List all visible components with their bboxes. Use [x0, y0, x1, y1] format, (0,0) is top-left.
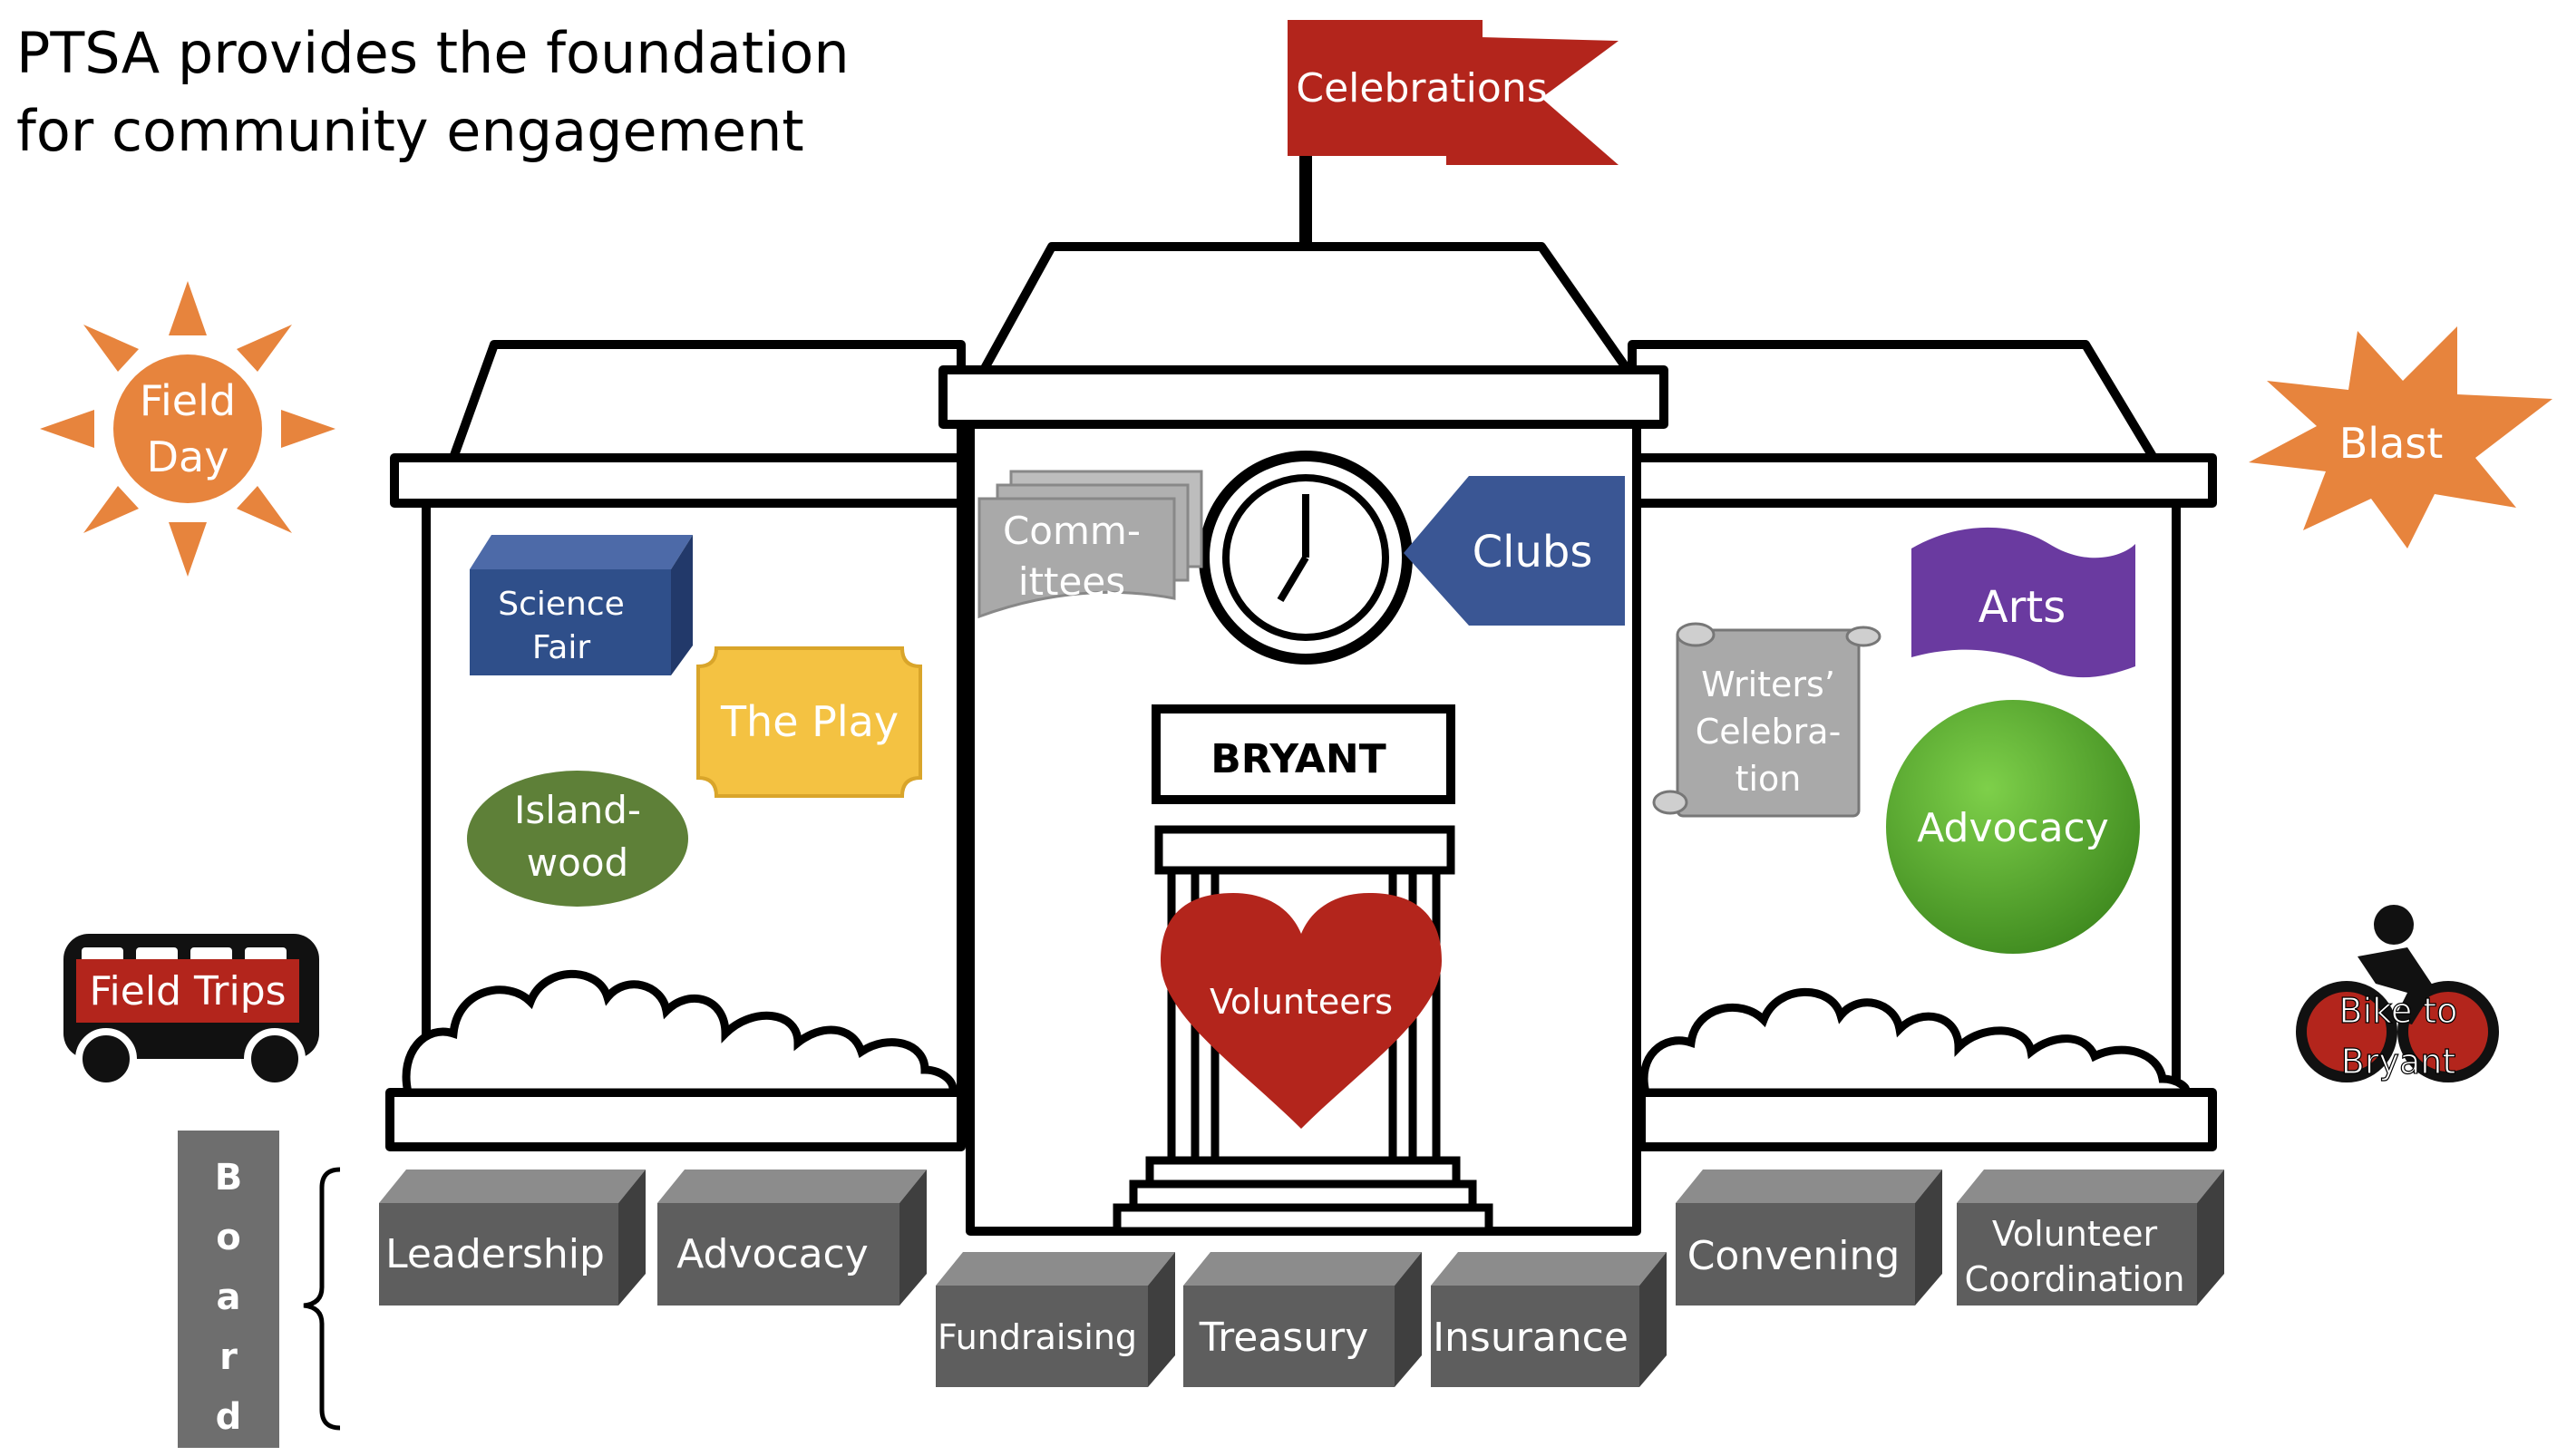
writers-celebration-scroll: Writers’ Celebra- tion — [1652, 622, 1881, 818]
title-line-1: PTSA provides the foundation — [16, 20, 850, 86]
field-day-sun: Field Day — [40, 281, 335, 577]
block-treasury: Treasury — [1183, 1252, 1422, 1387]
left-roof — [449, 340, 966, 462]
bike-line-2: Bryant — [2341, 1042, 2455, 1082]
science-fair-line-1: Science — [498, 586, 625, 623]
right-roof — [1628, 340, 2158, 462]
writers-line-1: Writers’ — [1701, 665, 1835, 704]
volunteers-heart: Volunteers — [1161, 893, 1442, 1129]
convening-label: Convening — [1687, 1233, 1901, 1279]
center-cornice — [938, 365, 1668, 429]
right-bushes — [1639, 987, 2191, 1097]
writers-line-3: tion — [1735, 759, 1802, 799]
blast-burst: Blast — [2249, 326, 2552, 548]
field-day-line-2: Day — [147, 432, 229, 481]
committees-line-2: ittees — [1018, 559, 1125, 604]
advocacy-circle: Advocacy — [1886, 700, 2140, 954]
committees-line-1: Comm- — [1003, 509, 1141, 553]
insurance-label: Insurance — [1433, 1315, 1629, 1361]
left-bushes — [402, 969, 958, 1097]
fundraising-label: Fundraising — [938, 1317, 1137, 1357]
celebrations-label: Celebrations — [1296, 65, 1547, 112]
advocacy-block-label: Advocacy — [676, 1231, 869, 1277]
leadership-label: Leadership — [385, 1231, 605, 1277]
writers-line-2: Celebra- — [1696, 712, 1842, 752]
board-letter-a: a — [217, 1276, 241, 1318]
bike-to-bryant-icon: Bike to Bryant — [2296, 905, 2499, 1082]
title-line-2: for community engagement — [16, 98, 804, 164]
board-letter-o: o — [216, 1217, 240, 1258]
block-convening: Convening — [1676, 1170, 1942, 1306]
left-base — [385, 1088, 966, 1151]
board-letter-b: B — [215, 1157, 243, 1199]
celebrations-flag: Celebrations — [1288, 20, 1619, 165]
bryant-sign: BRYANT — [1152, 704, 1455, 804]
science-fair-cube: Science Fair — [470, 535, 693, 675]
right-base — [1637, 1088, 2217, 1151]
field-day-line-1: Field — [140, 376, 236, 425]
volunteers-label: Volunteers — [1210, 982, 1393, 1022]
committees-documents: Comm- ittees — [977, 470, 1203, 619]
treasury-label: Treasury — [1199, 1315, 1369, 1361]
center-roof — [979, 242, 1632, 374]
board-letter-d: d — [216, 1396, 242, 1438]
the-play-ticket: The Play — [696, 646, 922, 798]
left-cornice — [390, 453, 966, 508]
field-trips-bus: Field Trips — [63, 934, 319, 1090]
volunteer-coordination-line-1: Volunteer — [1992, 1214, 2158, 1254]
volunteer-coordination-line-2: Coordination — [1965, 1259, 2185, 1299]
islandwood-line-1: Island- — [514, 788, 641, 832]
block-advocacy: Advocacy — [657, 1170, 927, 1306]
islandwood-line-2: wood — [527, 840, 628, 885]
block-fundraising: Fundraising — [936, 1252, 1175, 1387]
block-leadership: Leadership — [379, 1170, 646, 1306]
bryant-label: BRYANT — [1210, 736, 1386, 782]
clubs-label: Clubs — [1473, 527, 1593, 578]
the-play-label: The Play — [720, 697, 899, 746]
science-fair-line-2: Fair — [532, 629, 590, 666]
clock-icon — [1199, 451, 1413, 665]
arts-banner: Arts — [1911, 527, 2135, 678]
field-trips-label: Field Trips — [89, 968, 286, 1014]
board-label-bar: B o a r d — [178, 1131, 279, 1448]
clubs-arrow: Clubs — [1404, 476, 1625, 626]
arts-label: Arts — [1979, 582, 2066, 633]
advocacy-circle-label: Advocacy — [1917, 805, 2109, 851]
board-letter-r: r — [219, 1336, 238, 1378]
block-insurance: Insurance — [1431, 1252, 1667, 1387]
block-volunteer-coordination: Volunteer Coordination — [1957, 1170, 2224, 1306]
bike-line-1: Bike to — [2339, 991, 2458, 1031]
board-brace — [303, 1167, 341, 1431]
islandwood-ellipse: Island- wood — [467, 771, 688, 907]
right-cornice — [1628, 453, 2217, 508]
blast-label: Blast — [2339, 419, 2444, 468]
